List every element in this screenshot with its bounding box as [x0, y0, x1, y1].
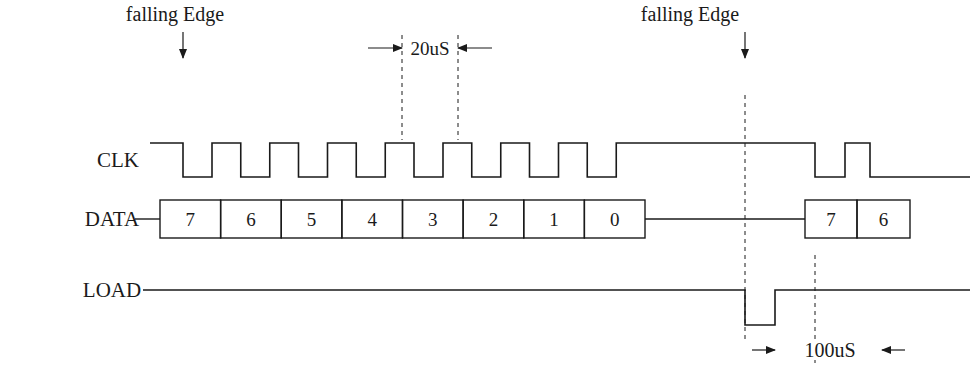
signal-name: LOAD — [81, 280, 143, 301]
data-bit-cell — [281, 200, 342, 238]
data-bit-cell — [584, 200, 645, 238]
arrows — [183, 32, 905, 350]
timing-dimension: 20uS — [408, 39, 451, 58]
bit-number: 7 — [826, 210, 836, 229]
data-line — [645, 218, 805, 219]
timing-dimension: 100uS — [802, 340, 857, 360]
data-bit-cell — [403, 200, 464, 238]
data-bit-cell — [524, 200, 585, 238]
bit-number: 5 — [307, 210, 317, 229]
dashed-guides — [402, 35, 815, 365]
edge-note: falling Edge — [639, 4, 741, 24]
data-waveform — [135, 200, 910, 238]
edge-note: falling Edge — [124, 4, 226, 24]
bit-number: 7 — [186, 210, 196, 229]
bit-number: 2 — [489, 210, 499, 229]
clk-line — [150, 143, 970, 177]
data-bit-cell — [463, 200, 524, 238]
data-bit-cell — [342, 200, 403, 238]
bit-number: 6 — [246, 210, 256, 229]
data-bit-cell — [221, 200, 282, 238]
load-waveform — [135, 290, 970, 325]
bit-number: 3 — [428, 210, 438, 229]
signal-name: CLK — [97, 150, 139, 171]
clk-waveform — [150, 143, 970, 177]
signal-name: DATA — [85, 209, 139, 230]
bit-number: 0 — [610, 210, 620, 229]
data-bit-cell — [160, 200, 221, 238]
data-bit-cell — [857, 200, 910, 238]
bit-number: 1 — [549, 210, 559, 229]
bit-number: 4 — [367, 210, 377, 229]
data-bit-cell — [805, 200, 857, 238]
bit-number: 6 — [879, 210, 889, 229]
